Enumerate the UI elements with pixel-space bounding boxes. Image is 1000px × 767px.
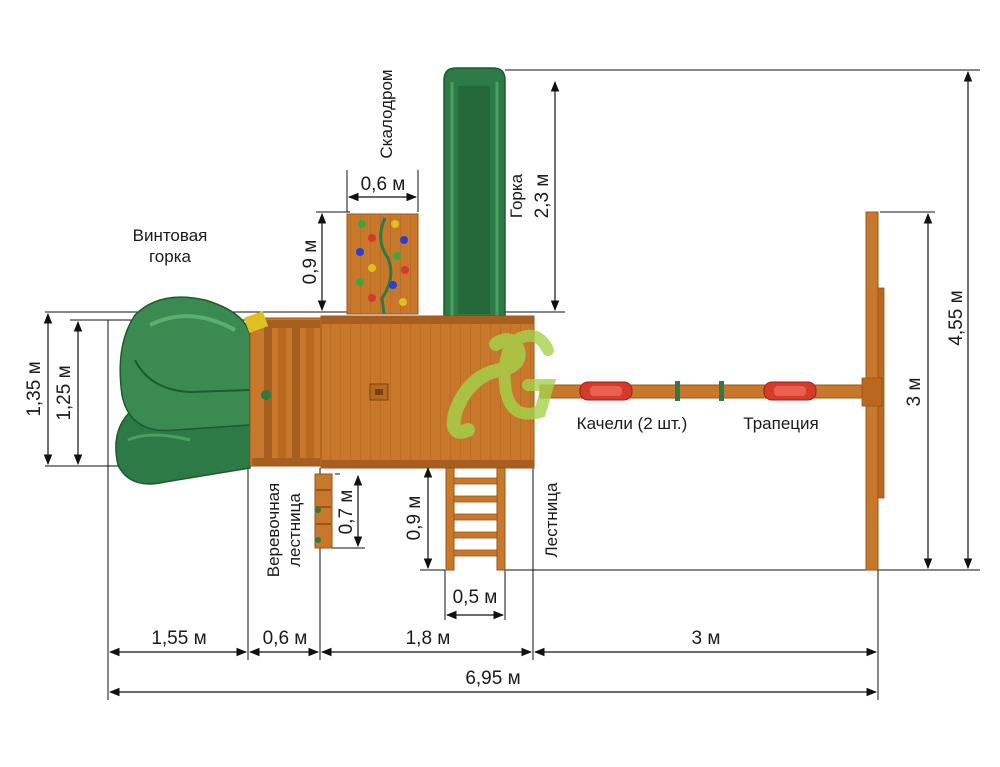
swing-set — [539, 211, 885, 571]
straight-slide — [443, 67, 506, 317]
rope-ladder — [314, 473, 333, 549]
label-ladder: Лестница — [542, 482, 561, 558]
spiral-slide — [115, 296, 251, 485]
label-swings: Качели (2 шт.) — [577, 414, 688, 433]
label-slide: Горка — [507, 173, 526, 218]
dim-w-rope: 0,6 м — [263, 628, 308, 649]
dim-slide-length: 2,3 м — [532, 174, 553, 219]
dim-deck-125: 1,25 м — [54, 365, 75, 420]
dim-w-spiral: 1,55 м — [151, 628, 206, 649]
swing-seat — [763, 381, 817, 401]
dim-w-deck: 1,8 м — [406, 628, 451, 649]
dim-rope-ladder: 0,7 м — [336, 490, 357, 535]
side-platform — [243, 311, 323, 467]
dim-total-depth: 4,55 м — [946, 290, 967, 345]
dim-swing-frame: 3 м — [904, 378, 925, 407]
dim-ladder-width: 0,5 м — [453, 587, 498, 608]
label-spiral-slide-line2: горка — [149, 247, 192, 266]
label-spiral-slide-line1: Винтовая — [133, 226, 208, 245]
climbing-holds — [356, 220, 409, 306]
wooden-ladder — [445, 467, 506, 571]
dim-climb-width: 0,6 м — [361, 174, 406, 195]
trapeze-bar — [675, 381, 724, 401]
brand-watermark — [446, 329, 557, 439]
dim-w-total: 6,95 м — [465, 668, 520, 689]
label-rope-ladder-line1: Веревочная — [264, 483, 283, 578]
dimension-lines — [43, 70, 973, 697]
label-climbing-wall: Скалодром — [377, 69, 396, 158]
swing-seat — [579, 381, 633, 401]
label-rope-ladder-line2: лестница — [285, 493, 304, 567]
dim-w-swing: 3 м — [692, 628, 721, 649]
main-deck — [320, 315, 535, 469]
label-trapeze: Трапеция — [743, 414, 818, 433]
dim-deck-135: 1,35 м — [24, 361, 45, 416]
dim-climb-height: 0,9 м — [300, 240, 321, 285]
dim-ladder-length: 0,9 м — [404, 496, 425, 541]
climbing-wall — [346, 213, 419, 315]
